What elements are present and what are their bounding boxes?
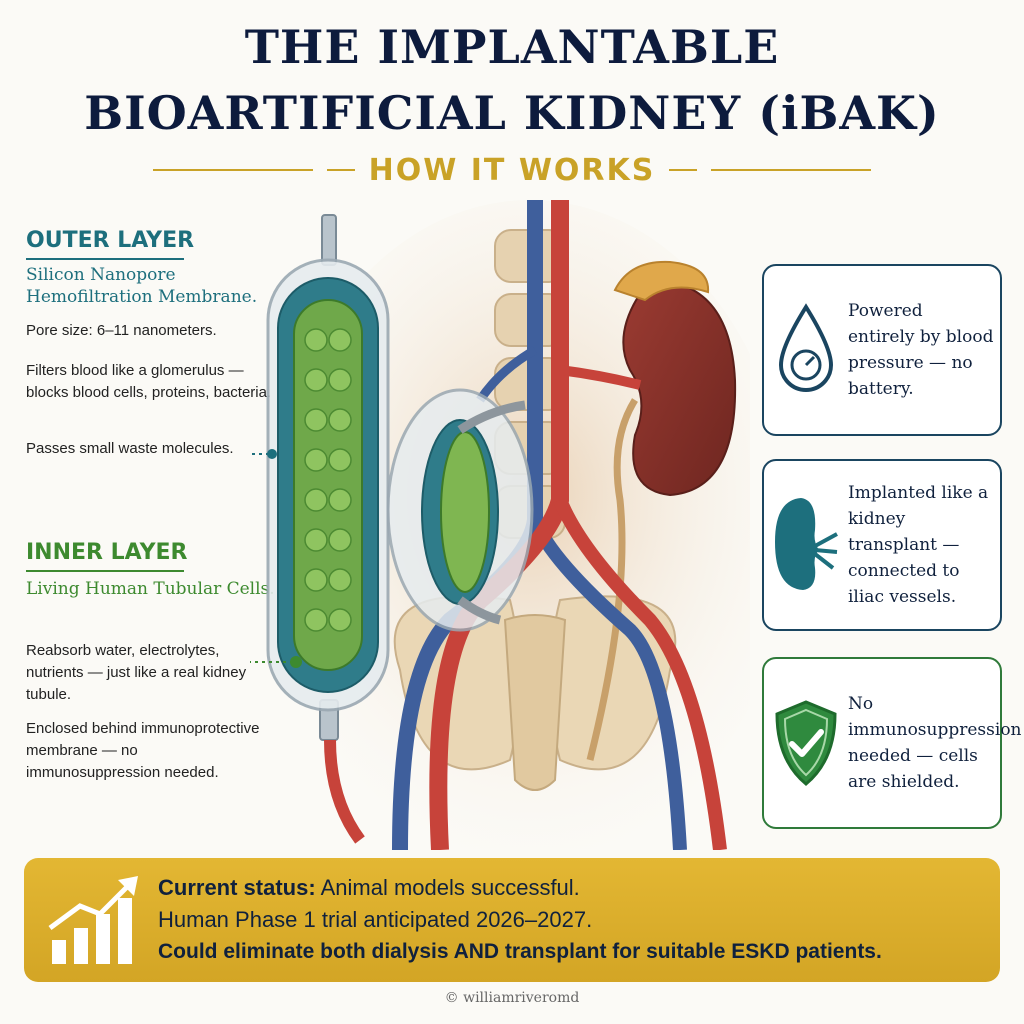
feature-card-implant: Implanted like a kidney transplant — con… [762,459,1002,631]
small-device-cells [440,431,490,593]
copyright: © williamriveromd [444,990,580,1006]
inner-layer-heading: INNER LAYER [26,540,188,565]
blood-drop-gauge-icon [764,266,848,434]
renal-vein [476,346,538,403]
small-device-outflow [457,596,502,625]
feature-card-immunity-text: No immunosuppression needed — cells are … [848,694,1022,792]
pore-size-text: Pore size: 6–11 nanometers. [26,322,217,339]
sacrum [503,614,567,791]
ureter [586,398,638,761]
outflow-tube [324,739,365,844]
feature-card-implant-text: Implanted like a kidney transplant — con… [848,483,989,607]
shield-check-icon [764,659,848,827]
growth-chart-icon [48,876,138,964]
small-device-inflow [457,400,526,434]
inner-cell-layer [293,299,363,671]
tubular-cells [304,328,352,632]
reabsorb-text: Reabsorb water, electrolytes, nutrients … [26,642,247,703]
outer-layer-subheading: Silicon Nanopore Hemofiltration Membrane… [26,265,258,307]
inner-layer-subheading: Living Human Tubular Cells. [26,579,275,599]
status-label: Current status: [158,875,316,900]
device-top-port [321,214,337,266]
enclosed-text: Enclosed behind immunoprotective membran… [26,720,260,781]
inner-layer-underline [26,570,184,572]
outer-layer-underline [26,258,184,260]
kidney [622,278,737,497]
status-line-1-text: Animal models successful. [315,875,580,900]
aorta-right [553,497,727,850]
ibak-anatomy-illustration [250,200,750,850]
subtitle: HOW IT WORKS [368,152,656,188]
status-line-3: Could eliminate both dialysis AND transp… [158,940,882,963]
feature-card-power-text: Powered entirely by blood pressure — no … [848,301,994,399]
vena-cava-right [528,517,687,850]
subtitle-dash-right [669,169,698,171]
filters-text: Filters blood like a glomerulus — blocks… [26,362,272,401]
feature-card-power: Powered entirely by blood pressure — no … [762,264,1002,436]
subtitle-row: HOW IT WORKS [0,150,1024,190]
page-title-line2: BIOARTIFICIAL KIDNEY (iBAK) [84,86,940,140]
status-line-1: Current status: Animal models successful… [158,872,988,904]
passes-text: Passes small waste molecules. [26,440,234,457]
renal-artery [559,365,642,390]
inner-leader-dot [290,656,302,668]
subtitle-rule-left [152,169,313,171]
current-status-banner: Current status: Animal models successful… [24,858,1000,982]
kidney-icon [764,461,848,629]
subtitle-dash-left [326,169,355,171]
adrenal-gland [613,260,710,302]
subtitle-rule-right [711,169,872,171]
page-title-line1: THE IMPLANTABLE [244,20,780,74]
outer-leader-dot [267,449,277,459]
outer-layer-heading: OUTER LAYER [26,228,195,253]
feature-card-immunity: No immunosuppression needed — cells are … [762,657,1022,829]
status-line-2: Human Phase 1 trial anticipated 2026–202… [158,907,593,932]
status-lines: Current status: Animal models successful… [158,872,988,968]
